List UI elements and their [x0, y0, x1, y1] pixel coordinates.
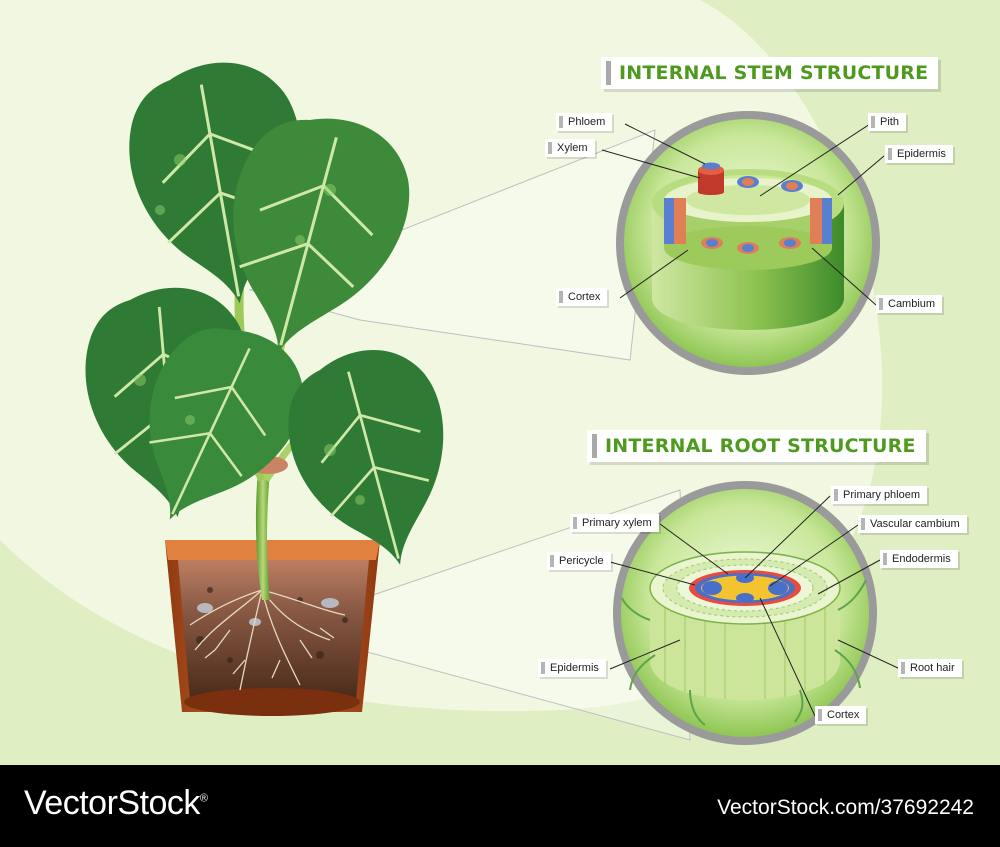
leaves	[78, 50, 477, 585]
footer-registered-mark: ®	[199, 792, 208, 805]
label-xylem: Xylem	[545, 139, 595, 157]
label-vascular-cambium: Vascular cambium	[858, 515, 967, 533]
stem-cross-section	[601, 111, 885, 375]
root-section-title: INTERNAL ROOT STRUCTURE	[587, 430, 926, 462]
label-root-epidermis: Epidermis	[538, 659, 606, 677]
roots	[189, 589, 346, 691]
label-pericycle: Pericycle	[547, 552, 611, 570]
pot	[165, 540, 380, 716]
stem-leader-lines	[601, 123, 885, 306]
label-root-hair: Root hair	[898, 659, 962, 677]
label-primary-xylem: Primary xylem	[570, 514, 659, 532]
root-leader-lines	[609, 495, 901, 717]
label-pith: Pith	[868, 113, 906, 131]
footer-image-ref: VectorStock.com/37692242	[717, 796, 974, 819]
root-hairs	[621, 579, 867, 726]
label-phloem: Phloem	[556, 113, 613, 131]
footer-brand-name: VectorStock	[24, 784, 200, 822]
stem-vascular-bundles	[664, 162, 832, 254]
stem-section-title: INTERNAL STEM STRUCTURE	[601, 57, 939, 89]
potted-plant	[78, 50, 477, 716]
label-cambium: Cambium	[876, 295, 943, 313]
label-stem-epidermis: Epidermis	[885, 145, 953, 163]
label-root-cortex: Cortex	[815, 706, 867, 724]
label-endodermis: Endodermis	[880, 550, 958, 568]
footer-brand: VectorStock®	[24, 784, 208, 823]
footer-bar	[0, 765, 1000, 847]
label-stem-cortex: Cortex	[556, 288, 608, 306]
label-primary-phloem: Primary phloem	[831, 486, 928, 504]
root-cross-section	[609, 481, 901, 745]
